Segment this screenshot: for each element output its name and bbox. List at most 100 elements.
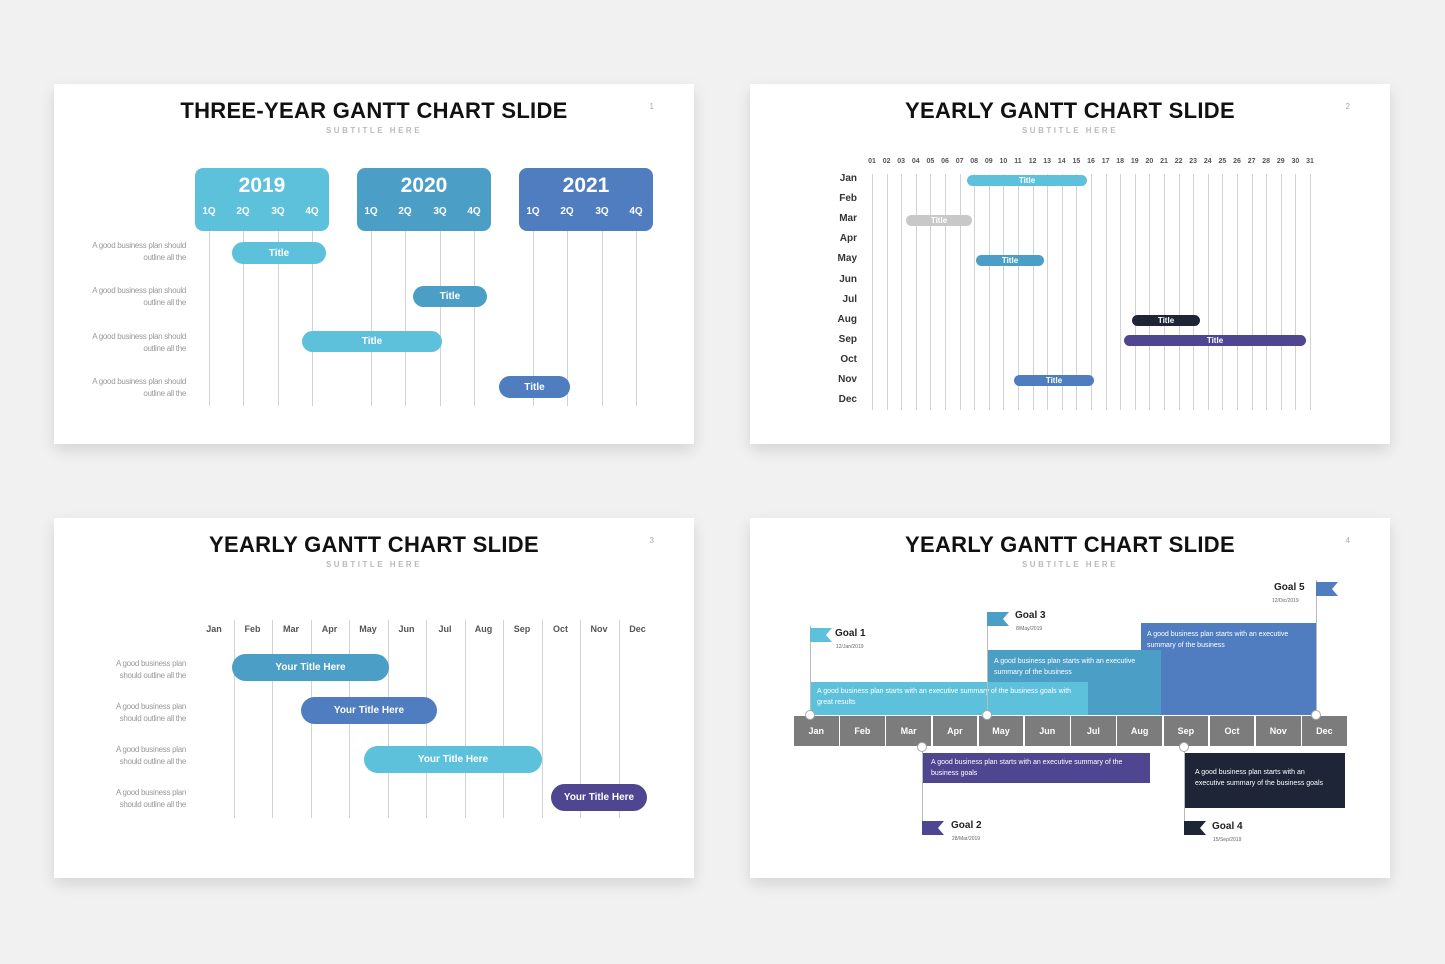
gantt-bar-sep[interactable]: Title bbox=[1124, 335, 1306, 346]
gantt-bar[interactable]: Your Title Here bbox=[364, 746, 542, 773]
year-label: 2020 bbox=[400, 174, 448, 197]
grid-line bbox=[405, 214, 406, 406]
grid-line bbox=[974, 174, 976, 410]
slide-subtitle: SUBTITLE HERE bbox=[1021, 126, 1119, 135]
month-header: Apr bbox=[321, 624, 338, 634]
month-header: Mar bbox=[282, 624, 299, 634]
grid-line bbox=[1207, 174, 1209, 410]
goal-pole bbox=[922, 748, 923, 828]
day-label: 30 bbox=[1291, 158, 1300, 165]
month-label: Jan bbox=[839, 173, 857, 184]
gantt-bar[interactable]: Your Title Here bbox=[232, 654, 389, 681]
gantt-bar[interactable]: Title bbox=[302, 331, 442, 352]
month-label: Feb bbox=[839, 193, 857, 205]
grid-line bbox=[1134, 174, 1136, 410]
goal-marker bbox=[805, 710, 815, 720]
gantt-bar-mar[interactable]: Title bbox=[906, 215, 972, 226]
timeline-month: Jul bbox=[1071, 716, 1116, 746]
gantt-bar-may[interactable]: Title bbox=[976, 255, 1044, 266]
day-label: 01 bbox=[868, 158, 876, 165]
grid-line bbox=[1237, 174, 1238, 410]
goal-label: Goal 2 bbox=[951, 820, 982, 831]
month-label: Nov bbox=[838, 374, 857, 385]
timeline-month: Apr bbox=[932, 716, 978, 746]
day-label: 17 bbox=[1101, 158, 1110, 165]
grid-line bbox=[1105, 174, 1107, 410]
grid-line bbox=[602, 214, 603, 406]
slide-yearly-gantt-days[interactable]: YEARLY GANTT CHART SLIDE SUBTITLE HERE 2… bbox=[750, 84, 1390, 444]
grid-line bbox=[1310, 174, 1311, 410]
quarter-label: 2Q bbox=[236, 206, 250, 217]
goal-date: 15/Sep/2019 bbox=[1213, 837, 1242, 843]
goal-date: 12/Dic/2019 bbox=[1272, 598, 1299, 604]
day-label: 06 bbox=[941, 158, 949, 165]
day-label: 02 bbox=[882, 158, 891, 165]
month-label: Apr bbox=[839, 233, 857, 245]
month-header: Dec bbox=[629, 624, 646, 634]
gantt-bar[interactable]: Title bbox=[413, 286, 487, 307]
timeline-month: Oct bbox=[1209, 716, 1255, 746]
grid-line bbox=[371, 214, 372, 406]
page-number: 1 bbox=[649, 102, 654, 111]
slide-title: YEARLY GANTT CHART SLIDE bbox=[905, 98, 1235, 123]
gantt-bar-jan[interactable]: Title bbox=[967, 175, 1087, 186]
gantt-bar[interactable]: Your Title Here bbox=[551, 784, 647, 811]
month-header: Jun bbox=[398, 624, 415, 634]
timeline-month: Aug bbox=[1117, 716, 1162, 746]
slide-title: YEARLY GANTT CHART SLIDE bbox=[905, 532, 1235, 557]
gantt-bar[interactable]: Title bbox=[232, 242, 326, 264]
goal-marker bbox=[982, 710, 992, 720]
day-label: 24 bbox=[1203, 158, 1212, 165]
grid-line bbox=[278, 214, 279, 406]
timeline-month: Sep bbox=[1163, 716, 1209, 746]
grid-line bbox=[959, 174, 961, 410]
gantt-bar-aug[interactable]: Title bbox=[1132, 315, 1200, 326]
grid-line bbox=[209, 214, 210, 406]
grid-line bbox=[1251, 174, 1253, 410]
grid-line bbox=[1222, 174, 1224, 410]
month-header: Aug bbox=[474, 624, 493, 634]
goal2-block: A good business plan starts with an exec… bbox=[923, 753, 1150, 783]
timeline-month: Nov bbox=[1256, 716, 1301, 746]
day-label: 28 bbox=[1262, 158, 1271, 165]
quarter-label: 2Q bbox=[398, 206, 412, 217]
flag-icon bbox=[922, 821, 944, 835]
goal5-block: A good business plan starts with an exec… bbox=[1141, 623, 1317, 715]
goal-label: Goal 5 bbox=[1274, 582, 1305, 593]
goal-marker bbox=[1311, 710, 1321, 720]
grid-line bbox=[1018, 174, 1019, 410]
grid-line bbox=[930, 174, 932, 410]
slide-three-year-gantt[interactable]: THREE-YEAR GANTT CHART SLIDE SUBTITLE HE… bbox=[54, 84, 694, 444]
grid-line bbox=[533, 214, 534, 406]
grid-line bbox=[580, 620, 581, 818]
gantt-bar[interactable]: Your Title Here bbox=[301, 697, 437, 724]
grid-line bbox=[312, 214, 313, 406]
grid-line bbox=[272, 620, 273, 818]
grid-line bbox=[1266, 174, 1268, 410]
slide-yearly-gantt-months[interactable]: YEARLY GANTT CHART SLIDE SUBTITLE HERE 3… bbox=[54, 518, 694, 878]
goal-date: 28/Mar/2019 bbox=[952, 836, 981, 842]
grid-line bbox=[243, 214, 244, 406]
gantt-bar-nov[interactable]: Title bbox=[1014, 375, 1094, 386]
slide-yearly-goals-timeline[interactable]: YEARLY GANTT CHART SLIDE SUBTITLE HERE 4… bbox=[750, 518, 1390, 878]
grid-line bbox=[1280, 174, 1282, 410]
month-header: Feb bbox=[244, 624, 261, 634]
page-number: 3 bbox=[649, 536, 654, 545]
grid-line bbox=[1091, 174, 1092, 410]
month-label: Oct bbox=[840, 353, 857, 365]
goal-marker bbox=[1179, 742, 1189, 752]
day-label: 10 bbox=[999, 158, 1008, 165]
day-label: 15 bbox=[1072, 158, 1081, 165]
page-number: 2 bbox=[1345, 102, 1350, 111]
grid-line bbox=[1032, 174, 1034, 410]
month-label: Sep bbox=[838, 333, 857, 345]
goal1-block: A good business plan starts with an exec… bbox=[811, 682, 1088, 715]
day-label: 14 bbox=[1057, 158, 1066, 165]
gantt-bar[interactable]: Title bbox=[499, 376, 570, 398]
grid-line bbox=[618, 620, 620, 818]
grid-line bbox=[1003, 174, 1005, 410]
month-header: Sep bbox=[513, 624, 531, 634]
timeline-month: Jun bbox=[1025, 716, 1070, 746]
day-label: 29 bbox=[1276, 158, 1285, 165]
